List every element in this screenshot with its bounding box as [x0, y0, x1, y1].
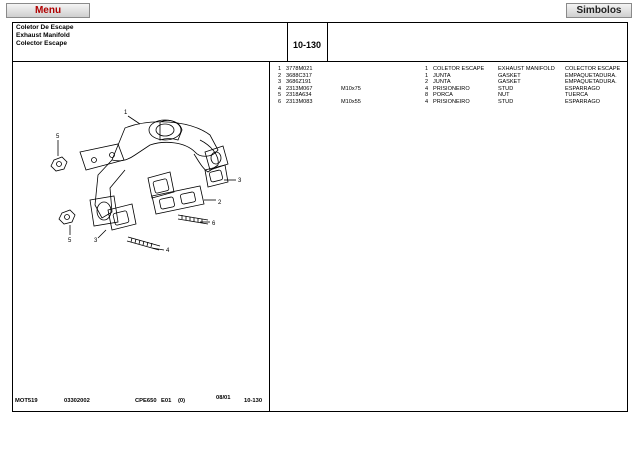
cell-qty: 4 — [425, 98, 429, 105]
section-code-box: 10-130 — [288, 22, 328, 62]
table-row: 4 2313M067 M10x75 4 PRISIONEIRO STUD ESPARRAGO — [278, 86, 625, 93]
cell-size: M10x75 — [341, 85, 361, 92]
cell-size: M10x55 — [341, 98, 361, 105]
footer-rev: (0) — [178, 398, 186, 404]
table-row: 3 3686Z191 2 JUNTA GASKET EMPAQUETADURA. — [278, 79, 625, 86]
cell-ref: 6 — [278, 98, 282, 105]
cell-part-no: 3686Z191 — [286, 79, 312, 86]
cell-part-no: 2313M083 — [286, 98, 313, 105]
gasket-2 — [151, 185, 205, 215]
stud-6 — [177, 214, 209, 225]
manifold-body — [111, 121, 219, 162]
cell-ref: 4 — [278, 85, 282, 92]
footer-doc-no: 03302002 — [64, 398, 90, 404]
cell-en: STUD — [498, 98, 514, 105]
footer-date: 08/01 — [216, 395, 231, 401]
cell-size — [341, 66, 425, 73]
cell-part-no: 2313M067 — [286, 85, 313, 92]
title-spanish: Colector Escape — [16, 40, 67, 47]
cell-size — [341, 92, 425, 99]
manifold-flange-right — [204, 145, 229, 171]
callout-1: 1 — [124, 110, 128, 116]
stud-4 — [126, 236, 161, 251]
parts-table: 1 3778M021 1 COLETOR ESCAPE EXHAUST MANIFOLD… — [278, 66, 625, 106]
section-code: 10-130 — [293, 40, 322, 50]
cell-ref: 2 — [278, 72, 282, 79]
cell-size — [341, 79, 425, 86]
table-row: 6 2313M083 M10x55 4 PRISIONEIRO STUD ESPARRAGO — [278, 99, 625, 106]
cell-pt: PORCA — [433, 92, 453, 99]
cell-size — [341, 73, 425, 80]
cell-ref: 1 — [278, 66, 282, 72]
callout-3b: 3 — [94, 238, 98, 244]
manifold-outlet — [89, 195, 119, 227]
cell-en: GASKET — [498, 79, 521, 86]
cell-part-no: 3778M021 — [286, 66, 313, 72]
gasket-lower — [107, 203, 137, 231]
title-box — [12, 22, 288, 62]
cell-es: ESPARRAGO — [565, 98, 601, 105]
cell-pt: COLETOR ESCAPE — [433, 66, 485, 72]
menu-button[interactable]: Menu — [6, 3, 90, 18]
cell-pt: PRISIONEIRO — [433, 85, 470, 92]
cell-ref: 3 — [278, 79, 282, 86]
cell-en: NUT — [498, 92, 510, 99]
cell-es: EMPAQUETADURA. — [565, 79, 617, 86]
cell-qty: 1 — [425, 72, 429, 79]
footer-model-code: MOT519 — [15, 398, 38, 404]
cell-pt: PRISIONEIRO — [433, 98, 470, 105]
cell-es: TUERCA — [565, 92, 588, 99]
header-right-box — [328, 22, 628, 62]
cell-pt: JUNTA — [433, 79, 451, 86]
cell-part-no: 2318A634 — [286, 92, 312, 99]
exploded-diagram: 1 2 3 3 4 5 5 6 — [50, 110, 242, 254]
callout-4: 4 — [166, 248, 170, 254]
nut-5-upper — [50, 156, 68, 172]
cell-es: COLECTOR ESCAPE — [565, 66, 621, 72]
cell-en: EXHAUST MANIFOLD — [498, 66, 555, 72]
title-english: Exhaust Manifold — [16, 32, 70, 39]
footer-page: 10-130 — [244, 398, 263, 404]
cell-qty: 2 — [425, 79, 429, 86]
table-row: 2 3688C317 1 JUNTA GASKET EMPAQUETADURA. — [278, 73, 625, 80]
cell-en: GASKET — [498, 72, 521, 79]
cell-qty: 4 — [425, 85, 429, 92]
callout-labels: 1 2 3 3 4 5 5 6 — [56, 110, 242, 254]
title-portuguese: Coletor De Escape — [16, 24, 74, 31]
cell-es: ESPARRAGO — [565, 85, 601, 92]
cell-en: STUD — [498, 85, 514, 92]
callout-3a: 3 — [238, 178, 242, 184]
callout-5a: 5 — [56, 134, 60, 140]
cell-qty: 8 — [425, 92, 429, 99]
gasket-3a — [147, 171, 175, 199]
page-frame — [12, 22, 628, 412]
callout-2: 2 — [218, 200, 222, 206]
symbols-button[interactable]: Simbolos — [566, 3, 632, 18]
callout-5b: 5 — [68, 238, 72, 244]
callout-6: 6 — [212, 221, 216, 227]
manifold-flange-upper — [148, 119, 182, 141]
table-row: 5 2318A634 8 PORCA NUT TUERCA — [278, 92, 625, 99]
table-row: 1 3778M021 1 COLETOR ESCAPE EXHAUST MANIFOLD… — [278, 66, 625, 73]
footer-engine: CPE650 — [135, 398, 157, 404]
cell-es: EMPAQUETADURA. — [565, 72, 617, 79]
nut-5-lower — [58, 209, 76, 225]
cell-qty: 1 — [425, 66, 429, 72]
diagram-panel — [12, 62, 270, 412]
cell-pt: JUNTA — [433, 72, 451, 79]
manifold-flange-left — [79, 143, 125, 171]
cell-ref: 5 — [278, 92, 282, 99]
footer-edition: E01 — [161, 398, 172, 404]
gasket-3b — [204, 164, 229, 188]
page-title: Coletor De Escape Exhaust Manifold Colec… — [16, 24, 73, 48]
cell-part-no: 3688C317 — [286, 72, 312, 79]
